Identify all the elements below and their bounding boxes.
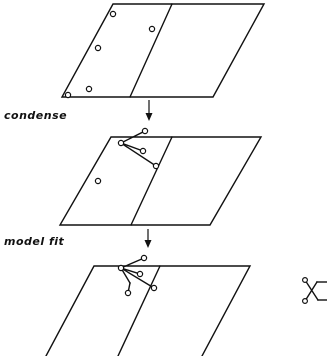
data-point xyxy=(141,127,149,135)
crossed-model-glyph xyxy=(302,277,327,305)
model-fit-label: model fit xyxy=(4,235,65,248)
panel-model-fit xyxy=(45,254,252,356)
condense-label: condense xyxy=(4,109,68,122)
panel-initial xyxy=(60,3,266,99)
data-point xyxy=(150,284,158,292)
data-point xyxy=(152,162,160,170)
panel-initial-divider xyxy=(129,3,173,98)
panel-model-fit-plane xyxy=(45,265,252,356)
cluster-link xyxy=(120,142,144,152)
data-point xyxy=(124,289,132,297)
arrow-condense-head xyxy=(145,113,153,121)
data-point xyxy=(94,44,102,52)
fit-link xyxy=(120,267,155,289)
data-point xyxy=(94,177,102,185)
data-point xyxy=(302,298,309,305)
cluster-center-point xyxy=(117,139,125,147)
panel-initial-plane xyxy=(60,3,266,98)
fit-link xyxy=(120,257,145,269)
data-point xyxy=(302,277,309,284)
data-point xyxy=(64,91,72,99)
crossed-model-line xyxy=(304,281,318,302)
cluster-center-point xyxy=(117,264,125,272)
panel-model-fit-divider xyxy=(117,265,161,356)
cluster-link xyxy=(120,142,157,167)
data-point xyxy=(109,10,117,18)
data-point xyxy=(85,85,93,93)
arrow-condense xyxy=(145,100,153,121)
arrow-model-fit xyxy=(144,229,152,248)
data-point xyxy=(140,254,148,262)
fit-link xyxy=(120,267,141,275)
data-point xyxy=(139,147,147,155)
data-point xyxy=(148,25,156,33)
panel-condensed xyxy=(58,127,263,226)
data-point xyxy=(136,270,144,278)
panel-condensed-plane xyxy=(58,136,263,226)
arrow-model-fit-head xyxy=(144,240,152,248)
cluster-link xyxy=(120,130,146,144)
panel-condensed-divider xyxy=(130,136,173,226)
